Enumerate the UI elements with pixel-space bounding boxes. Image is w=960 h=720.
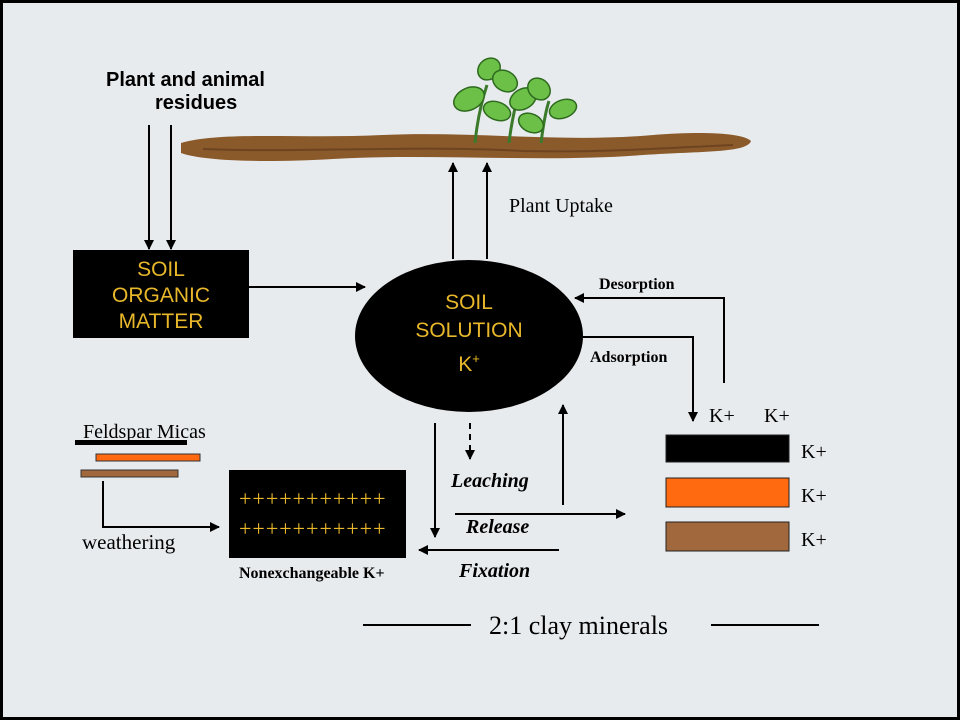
k-layer3-label: K+: [801, 529, 827, 551]
k-top-right-label: K+: [764, 405, 790, 427]
residues-label-line2: residues: [155, 92, 238, 114]
soil-organic-matter-box: SOIL ORGANIC MATTER: [73, 250, 249, 338]
som-line1: SOIL: [137, 258, 185, 281]
soil-solution-ellipse: [355, 260, 583, 412]
clay-minerals-label: 2:1 clay minerals: [489, 611, 669, 640]
soil-solution-label: SOIL SOLUTION K+: [375, 289, 563, 379]
feldspar-micas-label: Feldspar Micas: [83, 421, 206, 443]
feldspar-brown-layer: [80, 469, 179, 478]
fixation-label: Fixation: [459, 560, 531, 582]
solution-line3: K+: [458, 351, 480, 376]
k-top-left-label: K+: [709, 405, 735, 427]
release-label: Release: [466, 516, 530, 538]
feldspar-black-layer: [75, 440, 187, 445]
plus-row1: +++++++++++: [239, 486, 387, 511]
diagram-graphics: [75, 57, 819, 626]
residues-label-line1: Plant and animal: [106, 69, 265, 91]
clay-orange-layer: [665, 477, 790, 508]
diagram-canvas: Plant and animal residues SOIL ORGANIC M…: [3, 3, 957, 717]
som-line2: ORGANIC: [111, 284, 210, 307]
leaching-label: Leaching: [451, 470, 529, 492]
adsorption-label: Adsorption: [590, 349, 668, 366]
plant-seedlings-icon: [453, 57, 578, 144]
k-layer2-label: K+: [801, 485, 827, 507]
k-layer1-label: K+: [801, 441, 827, 463]
residues-label: Plant and animal residues: [106, 69, 265, 115]
weathering-label: weathering: [82, 530, 176, 554]
clay-brown-layer: [665, 521, 790, 552]
desorption-label: Desorption: [599, 276, 675, 293]
solution-line1: SOIL: [445, 291, 493, 314]
soil-strip: [181, 133, 751, 161]
nonexchangeable-label: Nonexchangeable K+: [239, 565, 385, 582]
solution-line2: SOLUTION: [415, 319, 523, 342]
feldspar-orange-layer: [95, 453, 201, 462]
clay-black-layer: [665, 434, 790, 463]
som-line3: MATTER: [118, 310, 204, 333]
nonexchangeable-k-box: +++++++++++ +++++++++++: [229, 470, 406, 558]
plus-row2: +++++++++++: [239, 516, 387, 541]
plant-uptake-label: Plant Uptake: [509, 195, 613, 217]
